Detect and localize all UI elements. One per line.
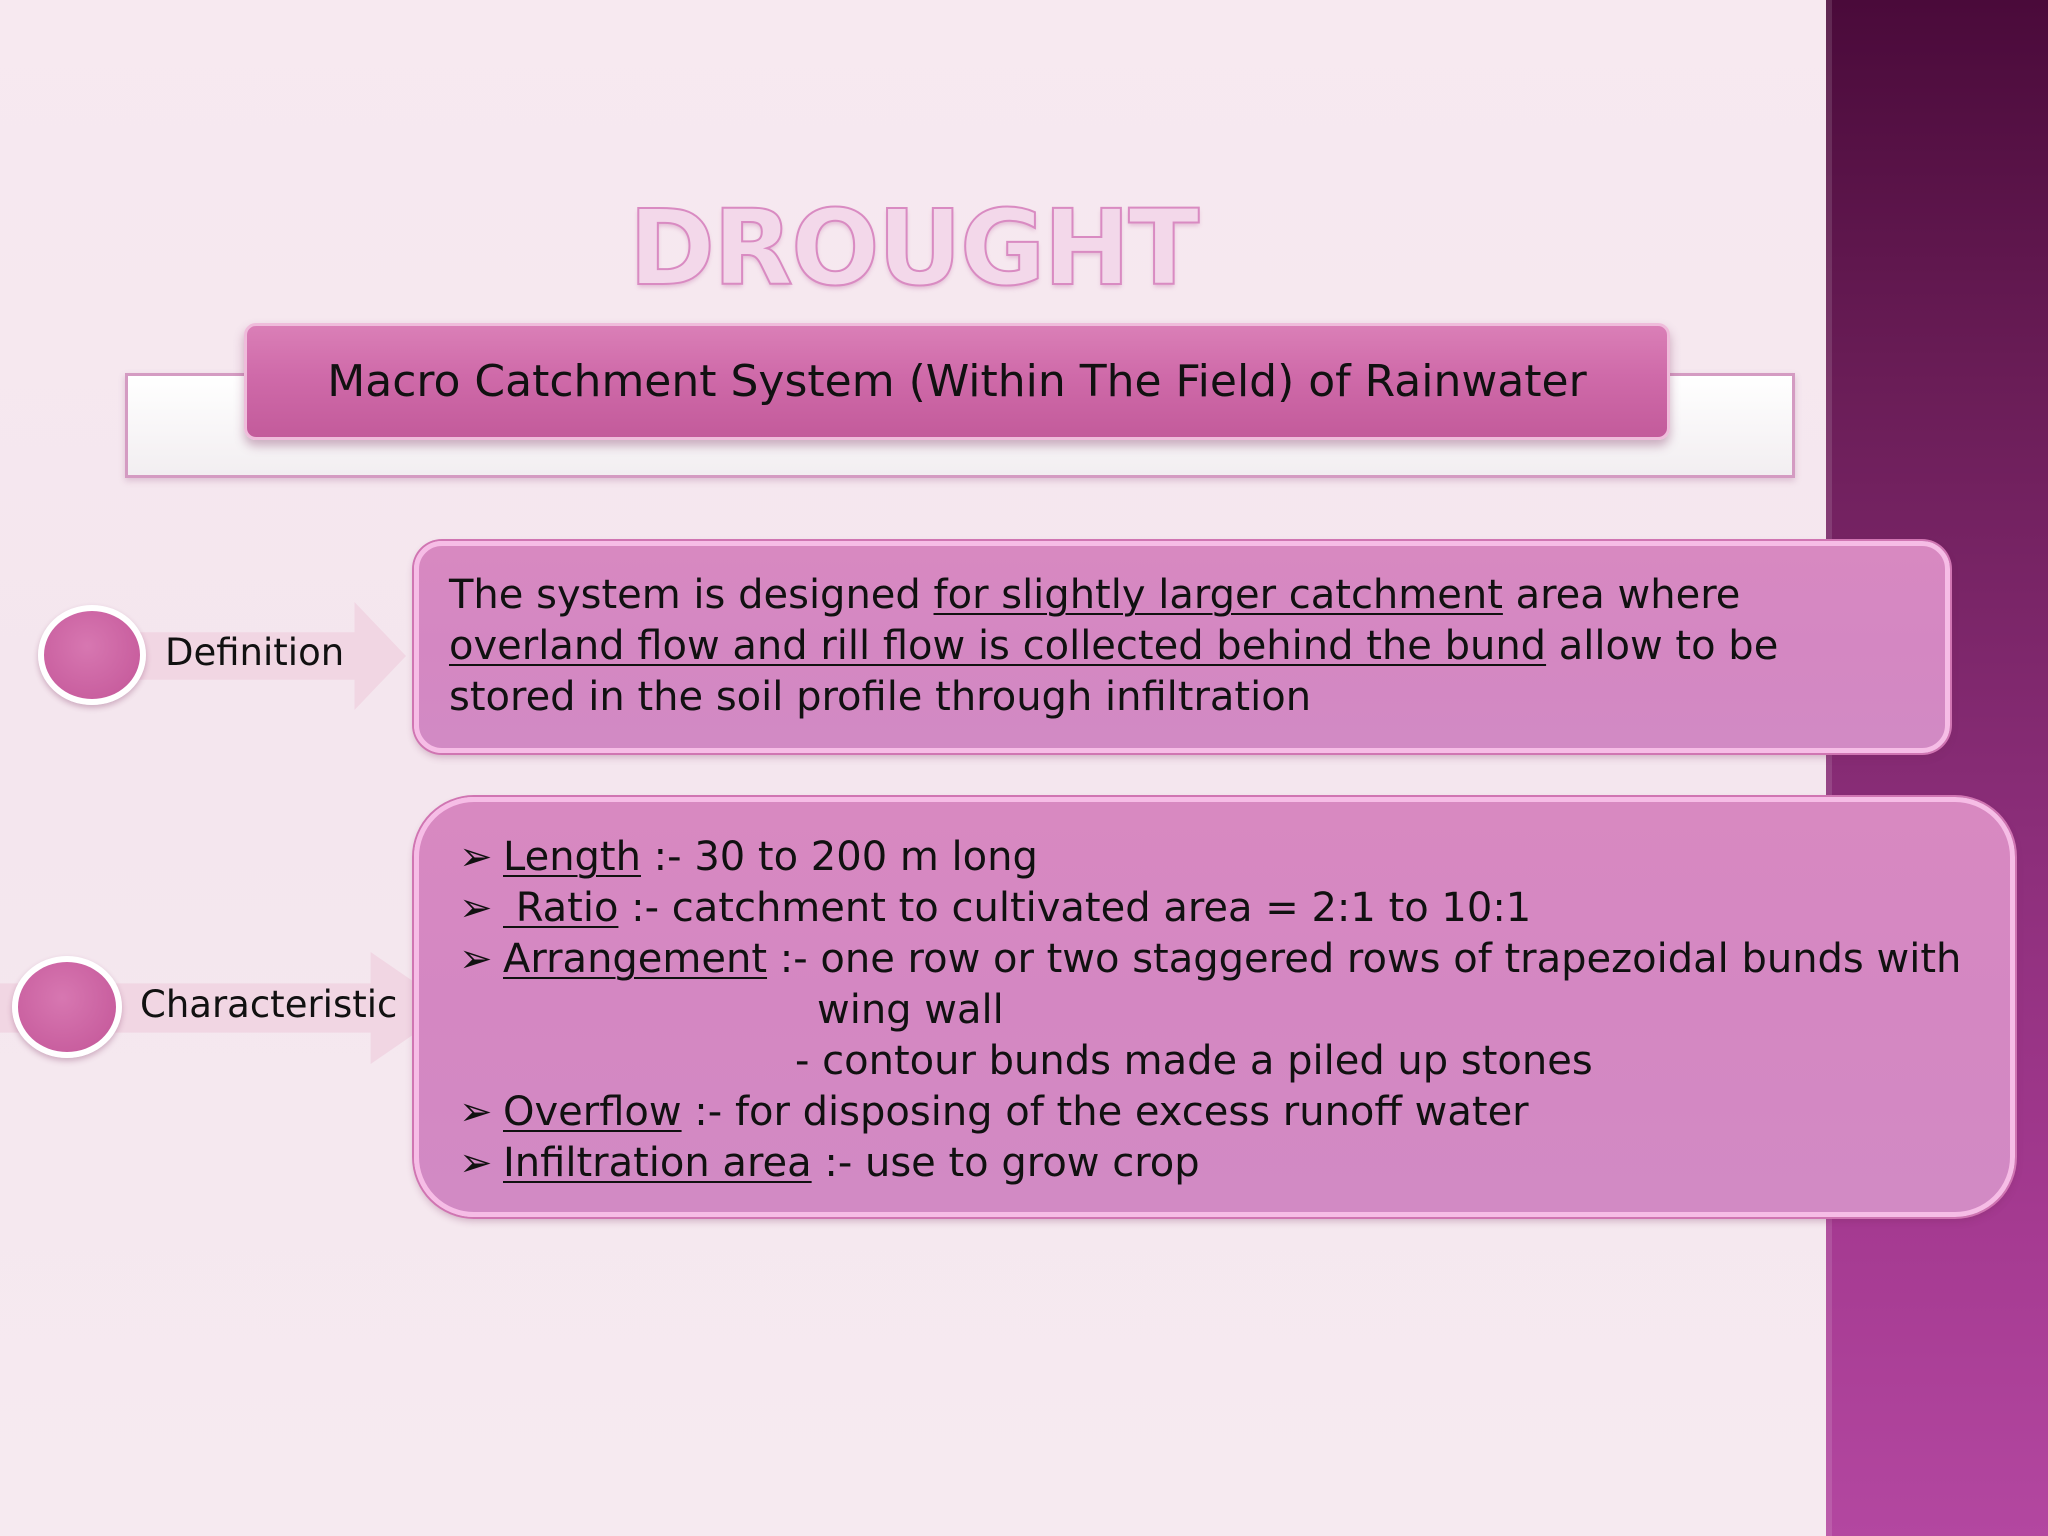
subtitle-text: Macro Catchment System (Within The Field…: [327, 356, 1587, 407]
definition-text-3: area where: [1502, 572, 1741, 618]
definition-text-1: The system is designed: [449, 572, 934, 618]
arrow-bullet-icon: ➢: [459, 834, 493, 880]
arrow-bullet-icon: ➢: [459, 885, 493, 931]
arrangement-continuation: wing wall: [817, 987, 1004, 1033]
characteristic-label: Characteristic: [140, 983, 398, 1026]
item-term: Overflow: [503, 1089, 682, 1135]
list-item-ratio: ➢ Ratio :- catchment to cultivated area …: [459, 883, 2010, 934]
item-term: Ratio: [503, 885, 619, 931]
list-item-length: ➢Length :- 30 to 200 m long: [459, 832, 2010, 883]
characteristic-circle: [12, 956, 122, 1058]
characteristic-box: ➢Length :- 30 to 200 m long ➢ Ratio :- c…: [414, 797, 2015, 1217]
arrangement-continuation-2: - contour bunds made a piled up stones: [795, 1038, 1593, 1084]
list-item-infiltration-area: ➢Infiltration area :- use to grow crop: [459, 1138, 2010, 1189]
item-text: for disposing of the excess runoff water: [734, 1089, 1529, 1135]
item-sep: :-: [640, 834, 695, 880]
list-item-overflow: ➢Overflow :- for disposing of the excess…: [459, 1087, 2010, 1138]
item-term: Length: [503, 834, 641, 880]
item-term: Infiltration area: [503, 1140, 812, 1186]
side-band-edge: [1826, 0, 1832, 1536]
subtitle-banner: Macro Catchment System (Within The Field…: [244, 323, 1670, 440]
definition-label: Definition: [165, 631, 345, 674]
item-sep: :-: [618, 885, 672, 931]
item-sep: :-: [767, 936, 821, 982]
item-text: 30 to 200 m long: [694, 834, 1038, 880]
arrow-bullet-icon: ➢: [459, 936, 493, 982]
slide-title: DROUGHT: [628, 187, 1201, 309]
arrow-bullet-icon: ➢: [459, 1089, 493, 1135]
item-text: one row or two staggered rows of trapezo…: [820, 936, 1962, 982]
definition-text-4: overland flow and rill flow is collected…: [449, 623, 1547, 669]
item-text: use to grow crop: [864, 1140, 1200, 1186]
definition-text-2: for slightly larger catchment: [933, 572, 1503, 618]
definition-text-5: allow to be stored in the soil profile t…: [449, 623, 1779, 720]
item-sep: :-: [811, 1140, 865, 1186]
arrow-bullet-icon: ➢: [459, 1140, 493, 1186]
item-sep: :-: [681, 1089, 735, 1135]
item-text: catchment to cultivated area = 2:1 to 10…: [671, 885, 1532, 931]
side-decoration-band: [1826, 0, 2048, 1536]
definition-box: The system is designed for slightly larg…: [414, 541, 1950, 753]
item-term: Arrangement: [503, 936, 768, 982]
list-item-arrangement: ➢Arrangement :- one row or two staggered…: [459, 934, 2010, 985]
definition-circle: [38, 605, 146, 705]
